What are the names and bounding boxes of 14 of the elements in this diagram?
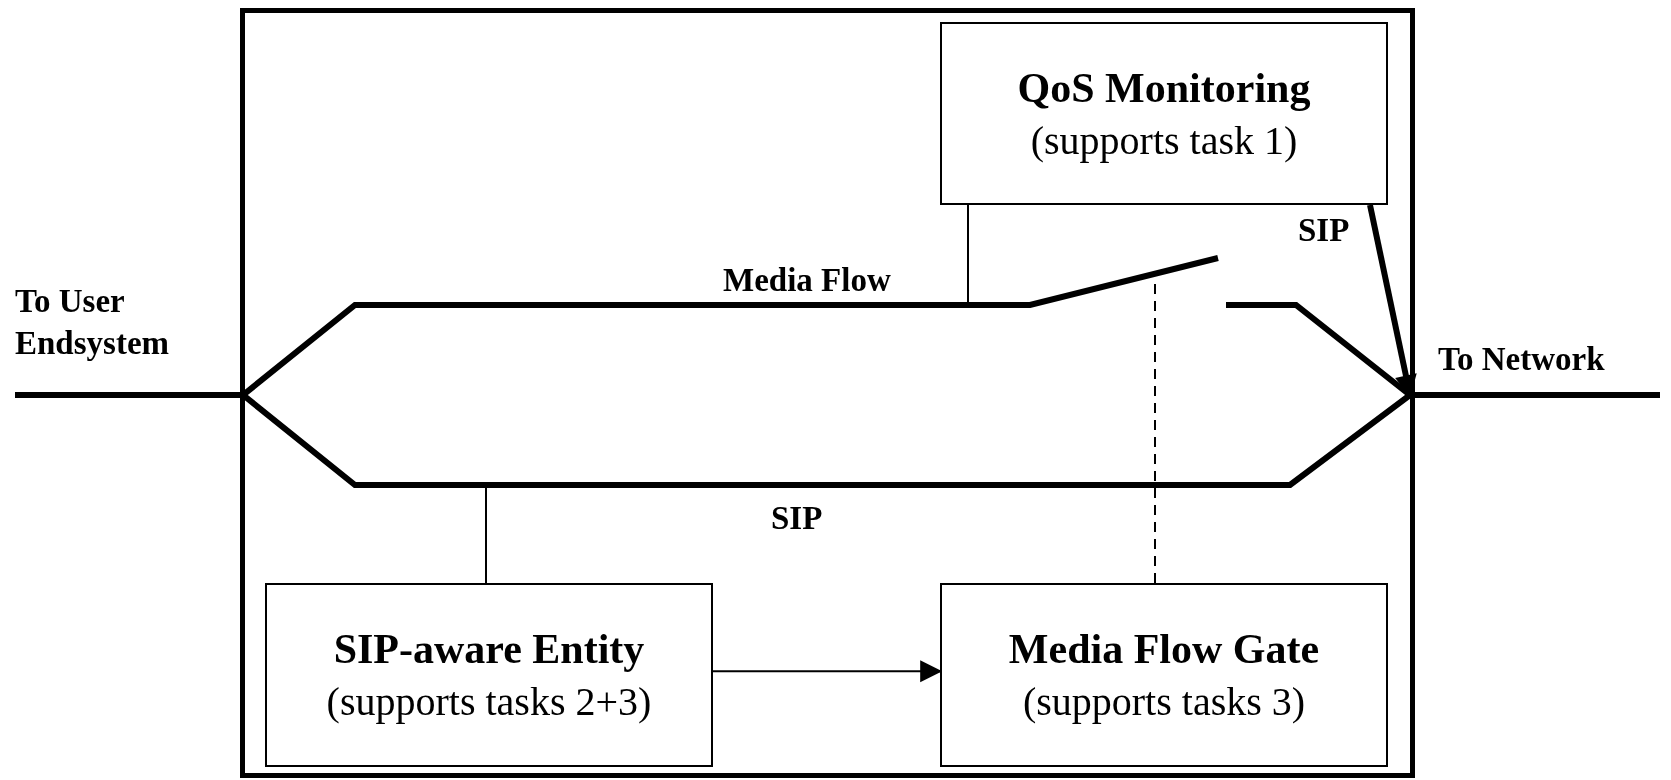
endpoint-label: To Network — [1438, 340, 1606, 379]
endpoint-label: To User Endsystem — [15, 282, 171, 363]
box-subtitle: (supports tasks 3) — [1022, 678, 1306, 726]
module-box — [265, 583, 713, 767]
box-title: QoS Monitoring — [1017, 63, 1311, 113]
box-title: Media Flow Gate — [1008, 625, 1320, 674]
dashed-line — [1154, 281, 1156, 584]
module-box — [940, 22, 1388, 205]
frame-box — [240, 8, 1415, 778]
box-subtitle: (supports tasks 2+3) — [326, 678, 652, 726]
box-title: SIP-aware Entity — [333, 625, 645, 674]
module-box — [940, 583, 1388, 767]
box-subtitle: (supports task 1) — [1030, 116, 1298, 165]
line — [15, 392, 1660, 488]
